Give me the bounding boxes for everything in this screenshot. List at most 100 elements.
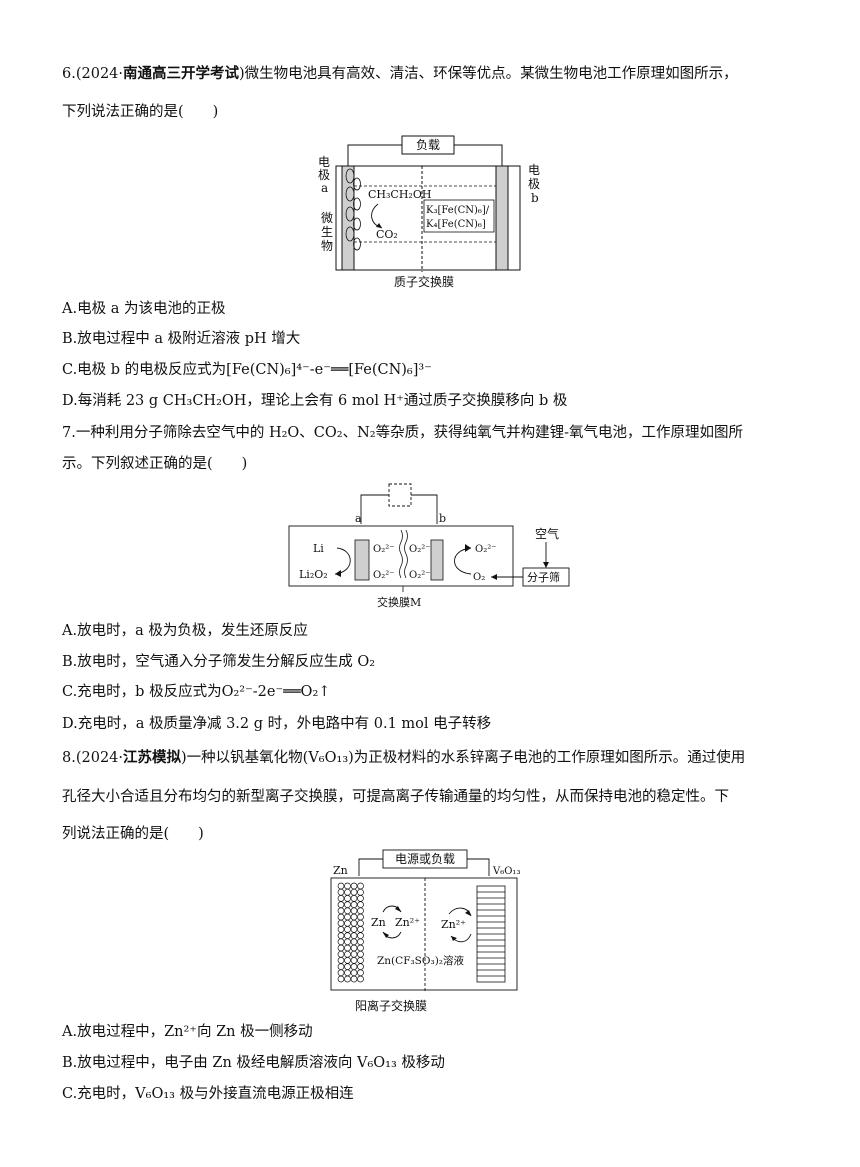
q6-electrode-b-label-1: 电: [528, 163, 540, 177]
zn-particle: [350, 882, 358, 890]
q8-zinc-ion-cell-figure: 电源或负载 Zn V₆O₁₃ Zn Zn²⁺ Zn²⁺ Zn(CF₃SO₃)₂溶…: [330, 849, 520, 1013]
zn-particle: [337, 963, 345, 970]
zn-particle: [344, 938, 351, 946]
q7-membrane-label: 交换膜M: [377, 595, 421, 609]
zn-particle: [337, 882, 345, 890]
zn-particle: [350, 888, 358, 896]
zn-particle: [357, 895, 364, 902]
q6-microbe-label-3: 物: [321, 239, 333, 253]
zn-particle: [337, 938, 345, 946]
zn-particle: [350, 932, 358, 939]
zn-particle: [357, 932, 364, 939]
zn-particle: [337, 957, 345, 964]
zn-particle: [337, 901, 345, 908]
q7-option-c: C.充电时，b 极反应式为O₂²⁻-2e⁻══O₂↑: [62, 684, 331, 700]
q6-microbial-cell-figure: 负载 CH₃CH₂OH CO₂ K₃[Fe(CN)₆]/ K₄[Fe(CN)₆]…: [318, 135, 540, 289]
q7-electrode-b-label: b: [439, 512, 446, 525]
q6-electrode-b: [495, 165, 509, 271]
zn-particle: [357, 926, 364, 933]
zn-particle: [357, 938, 364, 946]
zn-particle: [350, 950, 358, 958]
q6-source: 南通高三开学考试: [123, 65, 240, 82]
q7-membrane-line: [399, 529, 403, 579]
zn-particle: [344, 932, 351, 939]
zn-particle: [350, 957, 358, 964]
zn-particle: [344, 963, 351, 970]
zn-particle: [350, 938, 358, 946]
zn-particle: [337, 895, 345, 902]
q6-stem-line2: 下列说法正确的是( ): [62, 104, 219, 120]
q8-stem-line2: 孔径大小合适且分布均匀的新型离子交换膜，可提高离子传输通量的均匀性，从而保持电池…: [62, 789, 729, 805]
q8-stem-text: )一种以钒基氧化物(V₆O₁₃)为正极材料的水系锌离子电池的工作原理如图所示。通…: [181, 750, 746, 766]
zn-particle: [350, 895, 358, 902]
q6-load-label: 负载: [416, 138, 440, 152]
q7-li2o2-label: Li₂O₂: [299, 568, 328, 581]
zn-particle: [344, 969, 351, 977]
zn-particle: [357, 963, 364, 970]
zn-particle: [357, 888, 364, 896]
zn-particle: [350, 944, 358, 952]
q7-o22-label-1: O₂²⁻: [373, 544, 395, 555]
q6-option-d: D.每消耗 23 g CH₃CH₂OH，理论上会有 6 mol H⁺通过质子交换…: [62, 393, 568, 409]
q6-year: 6.(2024·: [62, 66, 124, 82]
zn-particle: [344, 919, 351, 927]
q7-electrode-a-label: a: [355, 512, 362, 525]
q8-option-c: C.充电时，V₆O₁₃ 极与外接直流电源正极相连: [62, 1086, 354, 1102]
zn-particle: [337, 907, 345, 915]
q6-ethanol-label: CH₃CH₂OH: [368, 188, 431, 201]
q6-electrode-a-label-1: 电: [318, 155, 330, 169]
zn-particle: [344, 895, 351, 902]
q6-stem-text: )微生物电池具有高效、清洁、环保等优点。某微生物电池工作原理如图所示，: [239, 66, 738, 82]
q8-membrane-label: 阳离子交换膜: [355, 998, 427, 1013]
zn-particle: [357, 882, 364, 890]
zn-particle: [350, 913, 358, 921]
q8-zn-electrode-label: Zn: [333, 864, 348, 877]
zn-particle: [337, 919, 345, 927]
q6-salt-label-1: K₃[Fe(CN)₆]/: [426, 205, 490, 216]
q6-microbe-label-1: 微: [321, 211, 333, 225]
q8-zn-label: Zn: [371, 916, 386, 929]
zn-particle: [344, 882, 351, 890]
q6-salt-label-2: K₄[Fe(CN)₆]: [426, 219, 486, 230]
q8-stem-line1: 8.(2024·江苏模拟)一种以钒基氧化物(V₆O₁₃)为正极材料的水系锌离子电…: [62, 747, 820, 769]
q8-source: 江苏模拟: [123, 749, 182, 766]
q8-option-b: B.放电过程中，电子由 Zn 极经电解质溶液向 V₆O₁₃ 极移动: [62, 1055, 445, 1071]
q7-stem-line1: 7.一种利用分子筛除去空气中的 H₂O、CO₂、N₂等杂质，获得纯氧气并构建锂-…: [62, 425, 743, 441]
q7-option-a: A.放电时，a 极为负极，发生还原反应: [62, 623, 308, 639]
zn-particle: [337, 969, 345, 977]
q8-zn-electrode: [337, 882, 364, 983]
q8-solution-label: Zn(CF₃SO₃)₂溶液: [377, 954, 464, 967]
zn-particle: [344, 950, 351, 958]
q8-year: 8.(2024·: [62, 750, 124, 766]
zn-particle: [357, 957, 364, 964]
zn-particle: [344, 913, 351, 921]
zn-particle: [344, 888, 351, 896]
q6-electrode-a: [341, 165, 355, 271]
q6-electrode-a-label-2: 极: [318, 168, 330, 182]
zn-particle: [350, 901, 358, 908]
q7-stem-line2: 示。下列叙述正确的是( ): [62, 456, 248, 472]
zn-particle: [350, 963, 358, 970]
zn-particle: [337, 932, 345, 939]
zn-particle: [337, 975, 345, 983]
q7-option-b: B.放电时，空气通入分子筛发生分解反应生成 O₂: [62, 654, 376, 670]
q6-option-c: C.电极 b 的电极反应式为[Fe(CN)₆]⁴⁻-e⁻══[Fe(CN)₆]³…: [62, 362, 432, 378]
q8-option-a: A.放电过程中，Zn²⁺向 Zn 极一侧移动: [62, 1024, 313, 1040]
q6-stem-line1: 6.(2024·南通高三开学考试)微生物电池具有高效、清洁、环保等优点。某微生物…: [62, 63, 820, 85]
zn-particle: [344, 975, 351, 983]
zn-particle: [350, 975, 358, 983]
q7-electrode-b: [430, 539, 444, 581]
q7-li-o2-cell-figure: a b Li Li₂O₂ O₂²⁻ O₂²⁻ O₂²⁻ O₂²⁻ O₂²⁻ O₂…: [288, 483, 570, 609]
q6-option-a: A.电极 a 为该电池的正极: [62, 301, 226, 317]
q7-o2-label: O₂: [473, 572, 485, 583]
q6-electrode-b-label-2: 极: [528, 177, 540, 191]
q6-co2-label: CO₂: [376, 228, 398, 241]
zn-particle: [357, 969, 364, 977]
zn-particle: [357, 919, 364, 927]
q8-zn-ion-label-1: Zn²⁺: [395, 916, 420, 929]
q8-stem-line3: 列说法正确的是( ): [62, 826, 204, 842]
zn-particle: [350, 919, 358, 927]
q7-o22-label-2: O₂²⁻: [373, 570, 395, 581]
q7-sieve-label: 分子筛: [527, 570, 560, 584]
zn-particle: [337, 888, 345, 896]
